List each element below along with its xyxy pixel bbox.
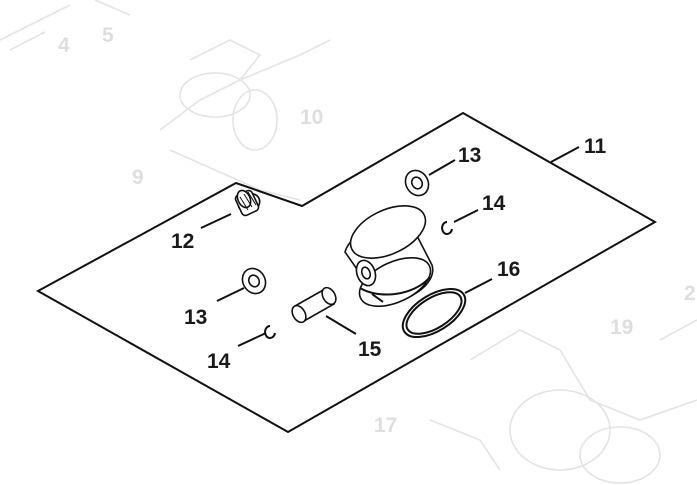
circlip-part-lower [264, 325, 276, 339]
ghost-callout-5: 5 [102, 24, 114, 47]
ghost-callout-4: 4 [58, 34, 70, 57]
callout-15: 15 [358, 338, 382, 361]
piston-pin-part [291, 286, 337, 324]
washer-part-upper [404, 169, 430, 197]
ghost-callout-10: 10 [300, 106, 323, 129]
callout-14-lower: 14 [207, 350, 231, 373]
callout-14-upper: 14 [482, 192, 506, 215]
circlip-part-upper [441, 221, 453, 235]
needle-bearing-part [234, 189, 261, 217]
ghost-callout-9: 9 [132, 166, 144, 189]
ghost-callout-17: 17 [374, 414, 397, 437]
kit-outline [35, 111, 658, 434]
callout-16: 16 [497, 258, 520, 281]
ghost-callout-19: 19 [610, 316, 633, 339]
callout-12: 12 [171, 230, 194, 253]
piston-ring-part [401, 287, 467, 339]
callout-11: 11 [584, 135, 607, 158]
leader-lines [200, 146, 580, 347]
callout-13-upper: 13 [458, 144, 481, 167]
callout-13-lower: 13 [184, 306, 207, 329]
ghost-callout-2: 2 [684, 282, 696, 305]
washer-part-lower [241, 267, 267, 295]
piston-part [344, 205, 434, 308]
